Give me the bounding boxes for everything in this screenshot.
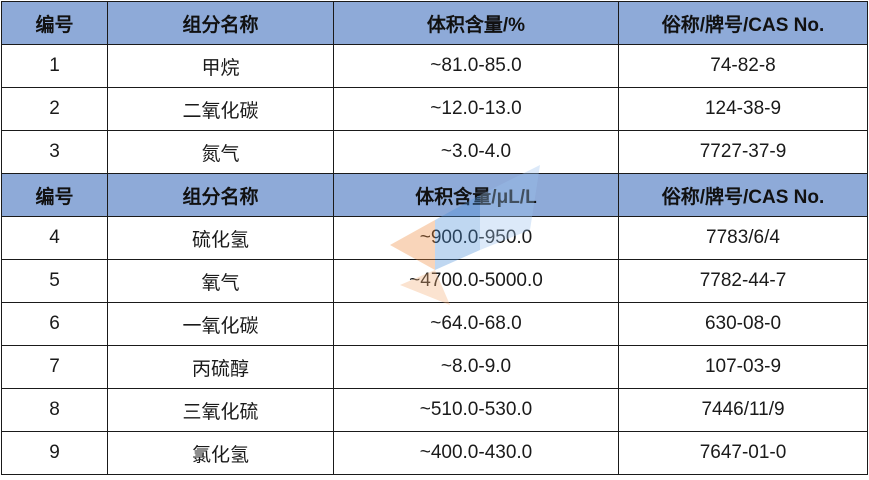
header-cas: 俗称/牌号/CAS No. (618, 1, 868, 45)
cell-cas: 124-38-9 (618, 87, 868, 131)
cell-volume: ~3.0-4.0 (333, 130, 619, 174)
cell-id: 3 (1, 130, 108, 174)
cell-id: 8 (1, 388, 108, 432)
cell-id: 7 (1, 345, 108, 389)
cell-cas: 74-82-8 (618, 44, 868, 88)
cell-volume: ~4700.0-5000.0 (333, 259, 619, 303)
cell-id: 5 (1, 259, 108, 303)
cell-component: 氯化氢 (107, 431, 334, 475)
cell-id: 1 (1, 44, 108, 88)
header-component: 组分名称 (107, 173, 334, 217)
table-row: 8 三氧化硫 ~510.0-530.0 7446/11/9 (1, 388, 868, 432)
cell-component: 丙硫醇 (107, 345, 334, 389)
cell-component: 氧气 (107, 259, 334, 303)
cell-cas: 7727-37-9 (618, 130, 868, 174)
header-row: 编号 组分名称 体积含量/μL/L 俗称/牌号/CAS No. (1, 173, 868, 217)
cell-cas: 7446/11/9 (618, 388, 868, 432)
cell-cas: 7782-44-7 (618, 259, 868, 303)
cell-cas: 107-03-9 (618, 345, 868, 389)
table-row: 3 氮气 ~3.0-4.0 7727-37-9 (1, 130, 868, 174)
table-row: 9 氯化氢 ~400.0-430.0 7647-01-0 (1, 431, 868, 475)
cell-cas: 630-08-0 (618, 302, 868, 346)
header-row: 编号 组分名称 体积含量/% 俗称/牌号/CAS No. (1, 1, 868, 45)
cell-id: 2 (1, 87, 108, 131)
table-row: 2 二氧化碳 ~12.0-13.0 124-38-9 (1, 87, 868, 131)
header-cas: 俗称/牌号/CAS No. (618, 173, 868, 217)
cell-volume: ~900.0-950.0 (333, 216, 619, 260)
table-row: 5 氧气 ~4700.0-5000.0 7782-44-7 (1, 259, 868, 303)
table-row: 1 甲烷 ~81.0-85.0 74-82-8 (1, 44, 868, 88)
table-row: 4 硫化氢 ~900.0-950.0 7783/6/4 (1, 216, 868, 260)
cell-volume: ~400.0-430.0 (333, 431, 619, 475)
cell-component: 甲烷 (107, 44, 334, 88)
cell-volume: ~8.0-9.0 (333, 345, 619, 389)
cell-component: 一氧化碳 (107, 302, 334, 346)
header-id: 编号 (1, 173, 108, 217)
cell-volume: ~64.0-68.0 (333, 302, 619, 346)
cell-volume: ~12.0-13.0 (333, 87, 619, 131)
cell-cas: 7783/6/4 (618, 216, 868, 260)
cell-component: 三氧化硫 (107, 388, 334, 432)
cell-component: 氮气 (107, 130, 334, 174)
header-volume-percent: 体积含量/% (333, 1, 619, 45)
cell-component: 硫化氢 (107, 216, 334, 260)
cell-id: 9 (1, 431, 108, 475)
header-volume-ppm: 体积含量/μL/L (333, 173, 619, 217)
cell-component: 二氧化碳 (107, 87, 334, 131)
header-component: 组分名称 (107, 1, 334, 45)
cell-id: 4 (1, 216, 108, 260)
table-row: 6 一氧化碳 ~64.0-68.0 630-08-0 (1, 302, 868, 346)
cell-volume: ~510.0-530.0 (333, 388, 619, 432)
cell-volume: ~81.0-85.0 (333, 44, 619, 88)
cell-id: 6 (1, 302, 108, 346)
table-row: 7 丙硫醇 ~8.0-9.0 107-03-9 (1, 345, 868, 389)
header-id: 编号 (1, 1, 108, 45)
cell-cas: 7647-01-0 (618, 431, 868, 475)
